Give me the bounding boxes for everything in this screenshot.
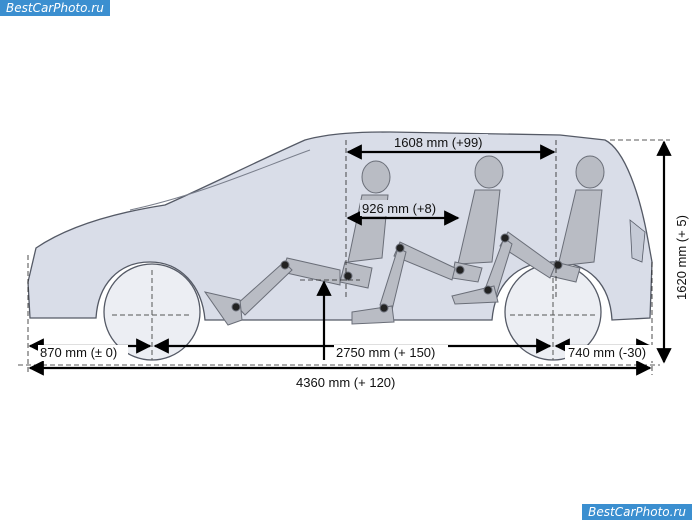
mannequin-rear xyxy=(451,155,605,305)
rear-light xyxy=(629,219,646,263)
label-bg xyxy=(565,345,655,361)
dimension-interior-length: 1608 mm (+99) xyxy=(394,135,483,150)
label-bg xyxy=(390,134,488,150)
dimension-overall-length: 4360 mm (+ 120) xyxy=(296,375,395,390)
front-wheel xyxy=(103,263,201,361)
window-line xyxy=(129,149,311,211)
dimension-legroom: 926 mm (+8) xyxy=(362,201,436,216)
watermark-top: BestCarPhoto.ru xyxy=(0,0,110,16)
dimension-wheelbase: 2750 mm (+ 150) xyxy=(336,345,435,360)
dimension-height: 1620 mm (+ 5) xyxy=(674,215,689,300)
label-bg xyxy=(38,345,128,361)
dimension-front-overhang: 870 mm (± 0) xyxy=(40,345,117,360)
dimension-rear-overhang: 740 mm (-30) xyxy=(568,345,646,360)
watermark-bottom: BestCarPhoto.ru xyxy=(582,504,692,520)
label-bg xyxy=(334,345,448,361)
mannequin-middle xyxy=(351,155,504,325)
label-bg xyxy=(360,200,442,216)
